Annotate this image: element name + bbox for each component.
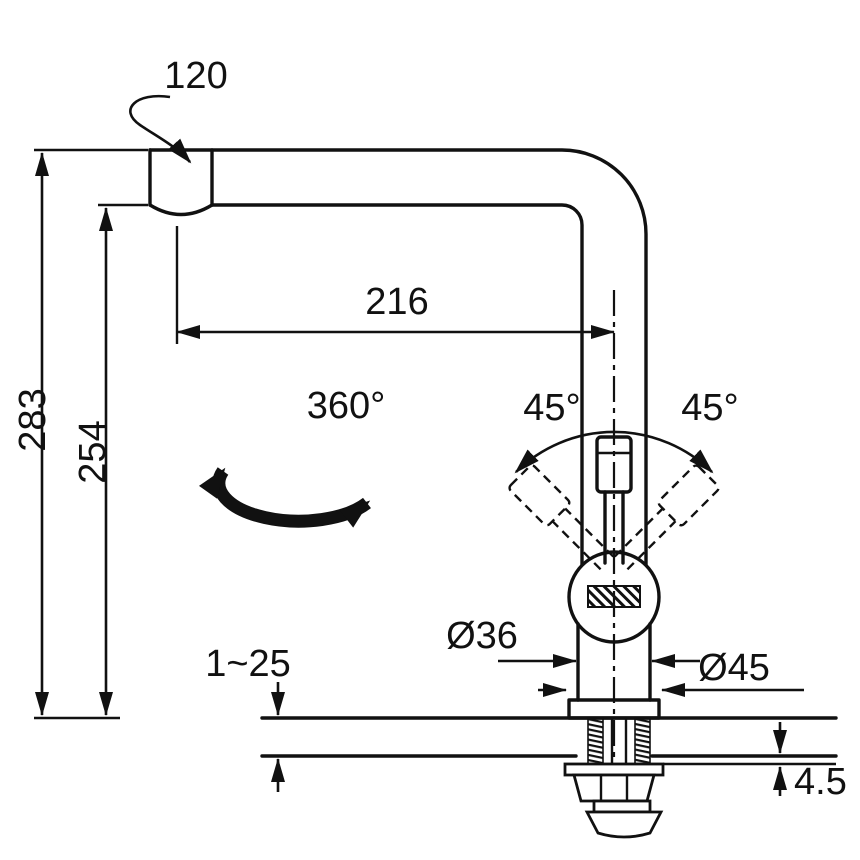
base-shank-edges xyxy=(576,622,652,702)
mounting-hardware xyxy=(563,717,665,839)
label-45-left: 45° xyxy=(523,387,580,429)
label-4-5: 4.5 xyxy=(794,761,847,803)
mounting-washer-plate xyxy=(563,762,665,777)
label-1-25: 1~25 xyxy=(205,643,291,685)
lever-handle-right-45 xyxy=(613,464,720,571)
swivel-rotation-arrow xyxy=(199,467,371,528)
countertop xyxy=(34,716,838,758)
lever-knob-left-dashed xyxy=(508,464,571,527)
dimension-dia36: Ø36 xyxy=(446,615,700,668)
spout-inner-edge xyxy=(210,203,584,567)
dimension-deck-thickness: 1~25 xyxy=(205,643,291,792)
base-flange xyxy=(567,698,661,720)
dimension-plate-thickness: 4.5 xyxy=(663,722,847,803)
mounting-nut-facets xyxy=(599,775,629,801)
mounting-nut xyxy=(572,773,656,803)
lever-stem-left-dashed xyxy=(551,507,615,571)
dimension-216: 216 xyxy=(175,226,615,344)
mixer-ball xyxy=(567,550,661,644)
hose-end-cap xyxy=(584,810,664,839)
hose-connector xyxy=(592,799,652,814)
aerator-curve xyxy=(148,203,214,217)
spout-rotation-arrow-group: 120 xyxy=(129,55,228,164)
label-dia45: Ø45 xyxy=(698,647,770,689)
lever-handle-left-45 xyxy=(508,464,615,571)
dimension-254: 254 xyxy=(72,203,148,716)
faucet-base xyxy=(567,622,661,720)
dimension-283: 283 xyxy=(12,148,148,716)
handle-angle-arc-group: 45° 45° xyxy=(514,387,739,474)
label-45-right: 45° xyxy=(681,387,738,429)
label-254: 254 xyxy=(72,420,114,483)
dimension-dia45: Ø45 xyxy=(538,647,804,697)
label-dia36: Ø36 xyxy=(446,615,518,657)
spout-outer-edge xyxy=(148,148,648,567)
ball-joint-circle xyxy=(567,550,661,644)
lever-knob-right-dashed xyxy=(657,464,720,527)
threaded-stud-right xyxy=(634,717,651,765)
lever-stem-right-dashed xyxy=(613,507,677,571)
lever-stem xyxy=(603,490,625,565)
spout-rotation-arc-arrow xyxy=(129,94,192,164)
label-216: 216 xyxy=(365,281,428,323)
label-283: 283 xyxy=(12,388,54,451)
cartridge-hatch-band xyxy=(587,585,641,608)
hose-lines xyxy=(610,718,628,764)
label-360: 360° xyxy=(307,385,386,427)
label-120: 120 xyxy=(164,55,227,97)
threaded-stud-left xyxy=(587,717,604,765)
swivel-360-symbol: 360° xyxy=(199,385,386,528)
faucet-outline xyxy=(148,148,648,567)
handle-angle-arc xyxy=(514,430,714,474)
